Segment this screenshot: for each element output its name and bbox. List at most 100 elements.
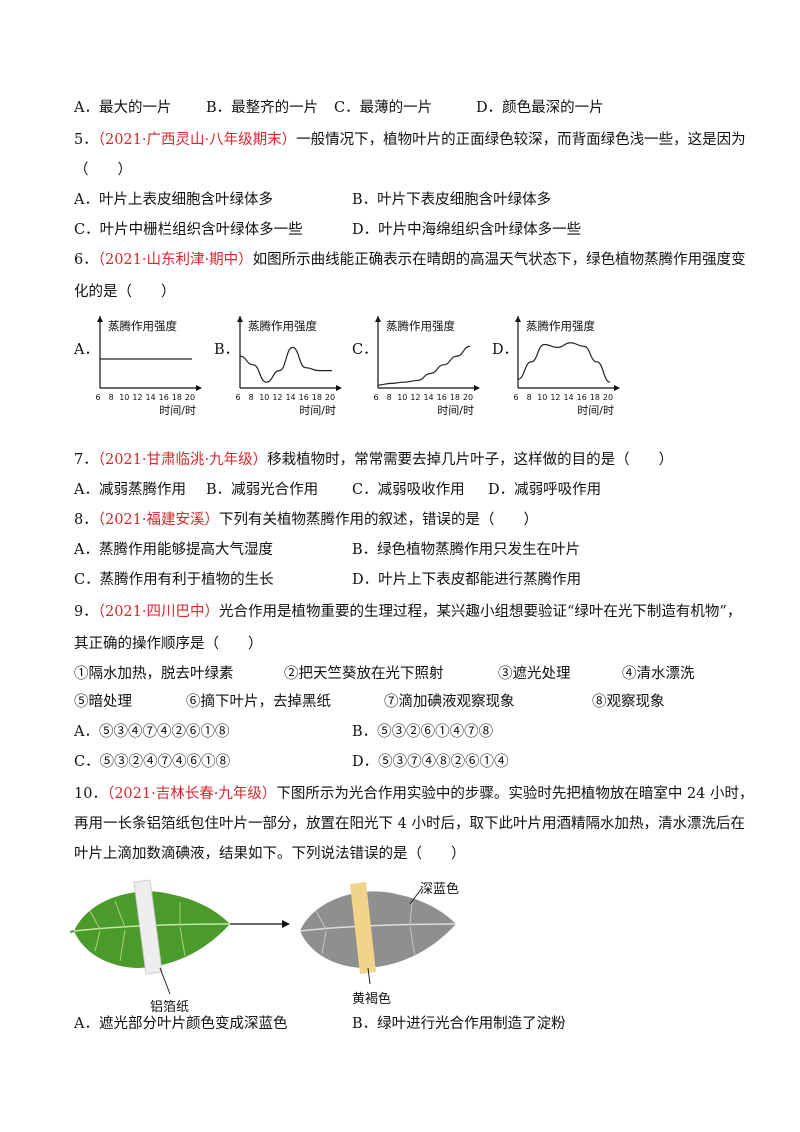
series-line <box>377 345 471 386</box>
x-tick-label: 20 <box>463 393 473 402</box>
q5-number: 5． <box>74 132 98 148</box>
x-axis-arrow <box>196 385 202 391</box>
x-tick-label: 8 <box>249 393 254 402</box>
x-tick-label: 12 <box>272 393 282 402</box>
x-axis-arrow <box>614 385 620 391</box>
x-tick-label: 18 <box>312 393 322 402</box>
q10-option-a: A．遮光部分叶片颜色变成深蓝色 <box>74 1016 288 1032</box>
x-tick-label: 6 <box>373 393 378 402</box>
q7-number: 7． <box>74 452 98 468</box>
q9-step-6: ⑥摘下叶片，去掉黑纸 <box>186 694 331 710</box>
x-tick-label: 14 <box>563 393 573 402</box>
arrow-icon <box>230 920 290 928</box>
x-tick-label: 18 <box>450 393 460 402</box>
foil-pointer-line <box>159 967 171 995</box>
x-tick-label: 8 <box>527 393 532 402</box>
q8-number: 8． <box>74 512 98 528</box>
q5-option-a: A．叶片上表皮细胞含叶绿体多 <box>74 192 273 208</box>
x-tick-label: 16 <box>577 393 587 402</box>
dark-blue-pointer-line <box>409 887 423 905</box>
q4-option-b: B．最整齐的一片 <box>206 100 319 116</box>
y-axis-label: 蒸腾作用强度 <box>108 319 177 333</box>
x-axis-label: 时间/时 <box>299 404 336 417</box>
x-tick-label: 16 <box>437 393 447 402</box>
q8-stem-text: 下列有关植物蒸腾作用的叙述，错误的是（ ） <box>219 512 538 528</box>
q7-option-b: B．减弱光合作用 <box>206 482 319 498</box>
q9-number: 9． <box>74 604 98 620</box>
q9-stem-line2: 其正确的操作顺序是（ ） <box>74 636 263 652</box>
q8-option-d: D．叶片上下表皮都能进行蒸腾作用 <box>352 572 582 588</box>
q9-step-7: ⑦滴加碘液观察现象 <box>384 694 515 710</box>
q6-stem-text: 如图所示曲线能正确表示在晴朗的高温天气状态下，绿色植物蒸腾作用强度变 <box>252 252 746 268</box>
q5-option-b: B．叶片下表皮细胞含叶绿体多 <box>352 192 552 208</box>
q6-number: 6． <box>74 252 98 268</box>
chart-b-label: B． <box>214 342 240 358</box>
q9-step-2: ②把天竺葵放在光下照射 <box>284 666 444 682</box>
q5-option-c: C．叶片中栅栏组织含叶绿体多一些 <box>74 222 303 238</box>
x-tick-label: 14 <box>285 393 295 402</box>
leaf-experiment-figure <box>70 879 457 995</box>
q8-stem: 8．（2021·福建安溪）下列有关植物蒸腾作用的叙述，错误的是（ ） <box>74 510 538 530</box>
x-tick-label: 20 <box>185 393 195 402</box>
x-axis-label: 时间/时 <box>437 404 474 417</box>
x-tick-label: 16 <box>299 393 309 402</box>
x-tick-label: 18 <box>590 393 600 402</box>
q7-stem-text: 移栽植物时，常常需要去掉几片叶子，这样做的目的是（ ） <box>267 452 674 468</box>
x-tick-label: 20 <box>603 393 613 402</box>
q7-stem: 7．（2021·甘肃临洮·九年级）移栽植物时，常常需要去掉几片叶子，这样做的目的… <box>74 450 673 470</box>
q6-stem: 6．（2021·山东利津·期中）如图所示曲线能正确表示在晴朗的高温天气状态下，绿… <box>74 250 746 270</box>
yellow-brown-label: 黄褐色 <box>352 992 392 1007</box>
y-axis-label: 蒸腾作用强度 <box>526 319 595 333</box>
q5-stem: 5．（2021·广西灵山·八年级期末）一般情况下，植物叶片的正面绿色较深，而背面… <box>74 130 746 150</box>
y-axis-label: 蒸腾作用强度 <box>386 319 455 333</box>
q10-stem-line3: 叶片上滴加数滴碘液，结果如下。下列说法错误的是（ ） <box>74 846 466 862</box>
y-axis-label: 蒸腾作用强度 <box>248 319 317 333</box>
chart-d-label: D． <box>492 342 519 358</box>
q9-step-5: ⑤暗处理 <box>74 694 132 710</box>
x-tick-label: 12 <box>132 393 142 402</box>
q9-option-b: B．⑤③②⑥①④⑦⑧ <box>352 724 494 740</box>
q10-number: 10． <box>74 786 107 802</box>
x-axis-label: 时间/时 <box>577 404 614 417</box>
x-tick-label: 8 <box>387 393 392 402</box>
x-tick-label: 10 <box>119 393 129 402</box>
q9-step-4: ④清水漂洗 <box>622 666 695 682</box>
q7-option-c: C．减弱吸收作用 <box>352 482 465 498</box>
x-axis-arrow <box>336 385 342 391</box>
q9-source: （2021·四川巴中） <box>97 604 219 620</box>
y-axis-arrow <box>237 316 243 322</box>
q5-source: （2021·广西灵山·八年级期末） <box>97 132 297 148</box>
q9-stem: 9．（2021·四川巴中）光合作用是植物重要的生理过程，某兴趣小组想要验证“绿叶… <box>74 602 741 622</box>
q9-step-8: ⑧观察现象 <box>592 694 665 710</box>
q5-stem-text: 一般情况下，植物叶片的正面绿色较深，而背面绿色浅一些，这是因为 <box>296 132 746 148</box>
yellow-brown-strip <box>350 882 376 974</box>
x-tick-label: 8 <box>109 393 114 402</box>
x-tick-label: 6 <box>513 393 518 402</box>
q9-option-d: D．⑤③⑦④⑧②⑥①④ <box>352 754 509 770</box>
yellow-brown-pointer-line <box>367 967 371 985</box>
q7-option-d: D．减弱呼吸作用 <box>488 482 602 498</box>
y-axis-arrow <box>375 316 381 322</box>
q5-option-d: D．叶片中海绵组织含叶绿体多一些 <box>352 222 582 238</box>
x-tick-label: 6 <box>235 393 240 402</box>
series-line <box>239 346 332 383</box>
q10-stem-line2: 再用一长条铝箔纸包住叶片一部分，放置在阳光下 4 小时后，取下此叶片用酒精隔水加… <box>74 816 745 832</box>
chart-a-label: A． <box>74 342 99 358</box>
q10-option-b: B．绿叶进行光合作用制造了淀粉 <box>352 1016 566 1032</box>
q9-step-1: ①隔水加热，脱去叶绿素 <box>74 666 234 682</box>
x-tick-label: 18 <box>172 393 182 402</box>
q9-step-3: ③遮光处理 <box>498 666 571 682</box>
x-tick-label: 10 <box>259 393 269 402</box>
chart-c-label: C． <box>352 342 378 358</box>
q8-option-b: B．绿色植物蒸腾作用只发生在叶片 <box>352 542 581 558</box>
x-tick-label: 20 <box>325 393 335 402</box>
q6-stem-line2: 化的是（ ） <box>74 284 176 300</box>
x-axis-label: 时间/时 <box>159 404 196 417</box>
q4-option-a: A．最大的一片 <box>74 100 172 116</box>
q8-option-c: C．蒸腾作用有利于植物的生长 <box>74 572 274 588</box>
x-axis-arrow <box>474 385 480 391</box>
x-tick-label: 14 <box>423 393 433 402</box>
